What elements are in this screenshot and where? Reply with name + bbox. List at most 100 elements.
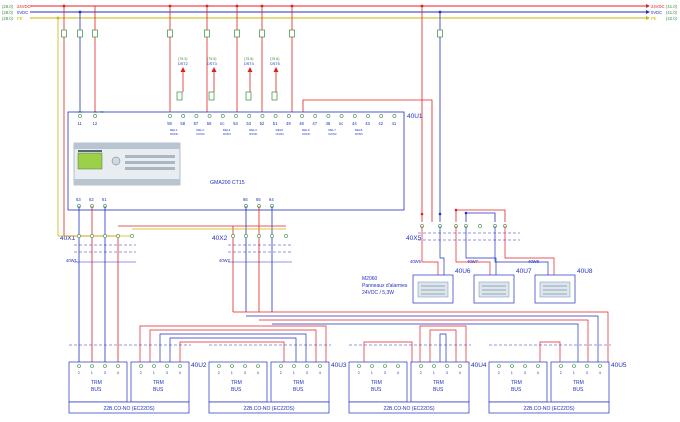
trm-terminal-node: [243, 364, 247, 368]
output-terminal-label: 44: [352, 121, 357, 126]
transmitter-caption: 22B.CO-NO (EC22DS): [103, 406, 154, 412]
rail-drops: [57, 6, 441, 236]
relay-name: REL5: [276, 128, 284, 132]
power-rails: (28.0) 24VDC (28.0) 0VDC (28.0) PE 24VDC…: [2, 4, 678, 21]
output-terminal-node: [379, 114, 384, 118]
relay-name: REL7: [328, 128, 336, 132]
trm-terminal-label: 4: [397, 371, 399, 375]
bus-distribution: [139, 311, 609, 362]
trm-terminal-label: 4: [319, 371, 321, 375]
trm-terminal-label: 1: [573, 371, 575, 375]
transmitter-caption-box: [488, 401, 610, 414]
relay-sub: NO/NC: [302, 132, 310, 136]
output-terminal-label: 53: [246, 121, 251, 126]
relay-name: REL8: [355, 128, 363, 132]
alarm-panel-40u6: 40U6: [412, 268, 471, 304]
controller-bus-terminals: 63 62 61 66 65 64: [76, 197, 274, 208]
trm-label: TRM: [231, 380, 242, 386]
bus-label: BUS: [511, 387, 522, 393]
output-terminal-node: [194, 114, 199, 118]
trm-terminal-label: 1: [91, 371, 93, 375]
rail-right-ref-2: (41.0): [666, 10, 678, 15]
dst-name-3: DST4: [244, 62, 254, 66]
output-terminal-label: 48: [299, 121, 304, 126]
bus-label: BUS: [573, 387, 584, 393]
trm-terminal-label: 2: [420, 371, 422, 375]
trm-terminal-node: [432, 364, 436, 368]
dst-ref-1: (75.3): [178, 57, 187, 61]
rail-right-ref-1: (41.0): [666, 4, 678, 9]
terminal-block-ref-40x5: 40X5: [406, 235, 422, 242]
transmitter-ref: 40U5: [611, 362, 627, 369]
transmitter-ref: 40U3: [331, 362, 347, 369]
trm-terminal-label: 4: [117, 371, 119, 375]
output-terminal-label: 51: [273, 121, 278, 126]
trm-terminal-node: [292, 364, 296, 368]
trm-terminal-node: [572, 364, 576, 368]
bus-label: BUS: [91, 387, 102, 393]
trm-terminal-node: [510, 364, 514, 368]
rail-left-name-3: PE: [17, 16, 23, 21]
alarm-feed-wiring: [302, 99, 506, 222]
terminal-block-40x2: 40X2 40W2: [118, 206, 292, 312]
output-terminal-label: 58: [180, 121, 185, 126]
controller-ref: 40U1: [407, 113, 423, 120]
trm-label: TRM: [433, 380, 444, 386]
trm-terminal-label: 4: [257, 371, 259, 375]
output-terminal-label: 47: [312, 121, 317, 126]
trm-terminal-node: [585, 364, 589, 368]
controller-frame: [67, 111, 405, 211]
dst-references: (75.3) DST2 (75.5) DST3 (75.6) DST4 (75.…: [178, 57, 280, 92]
trm-terminal-label: 3: [104, 371, 106, 375]
alarm-panel-ref-40u7: 40U7: [516, 268, 532, 275]
trm-terminal-node: [279, 364, 283, 368]
bus-terminal-61: 61: [102, 197, 107, 202]
relay-sub: NO/NC: [328, 132, 336, 136]
bus-terminal-62: 62: [89, 197, 94, 202]
trm-terminal-label: 2: [560, 371, 562, 375]
alarm-panel-rating: 24VDC / 5,3W: [362, 290, 394, 296]
rail-right-ref-3: (42.0): [666, 16, 678, 21]
trm-label: TRM: [153, 380, 164, 386]
trm-module: [270, 361, 330, 403]
dst-ref-3: (75.6): [244, 57, 253, 61]
trm-label: TRM: [573, 380, 584, 386]
output-terminal-node: [260, 114, 265, 118]
transmitter-caption: 22B.CO-NO (EC22DS): [243, 406, 294, 412]
output-terminal-node: [300, 114, 304, 118]
trm-terminal-node: [318, 364, 322, 368]
relay-sub: NO/NC: [249, 132, 257, 136]
trm-terminal-label: 4: [459, 371, 461, 375]
controller-nav-button-icon: [111, 156, 121, 166]
output-terminal-label: 41: [392, 121, 397, 126]
alarm-panels: M2060 Panneaux d'alarmes 24VDC / 5,3W 40…: [362, 259, 593, 304]
rail-arrow-24vdc: [646, 4, 650, 8]
relay-sub: NO/NC: [276, 132, 284, 136]
trm-terminal-label: 1: [433, 371, 435, 375]
controller-power-terminals: 11 12 24V 0V PE: [78, 110, 104, 126]
power-terminal-12: 12: [93, 121, 98, 126]
output-terminal-node: [247, 114, 252, 118]
relay-name: REL2: [196, 128, 204, 132]
trm-terminal-label: 1: [293, 371, 295, 375]
trm-terminal-label: 3: [446, 371, 448, 375]
rail-left-name-2: 0VDC: [17, 10, 28, 15]
bus-terminal-63: 63: [76, 197, 81, 202]
output-terminal-label: 56: [207, 121, 212, 126]
dst-name-4: DST5: [270, 62, 280, 66]
trm-terminal-label: 2: [140, 371, 142, 375]
alarm-panel-ref-40u6: 40U6: [455, 268, 471, 275]
output-terminal-node: [313, 114, 318, 118]
rail-right-name-3: PE: [651, 16, 657, 21]
trm-terminal-label: 2: [78, 371, 80, 375]
alarm-panel-ref-40u8: 40U8: [577, 268, 593, 275]
alarm-panel-40u7: 40U7: [473, 268, 532, 304]
relay-sub: NO/NC: [170, 132, 178, 136]
power-label-pe: PE: [100, 110, 104, 114]
trm-terminal-label: 2: [358, 371, 360, 375]
trm-terminal-node: [178, 364, 182, 368]
bus-label: BUS: [153, 387, 164, 393]
